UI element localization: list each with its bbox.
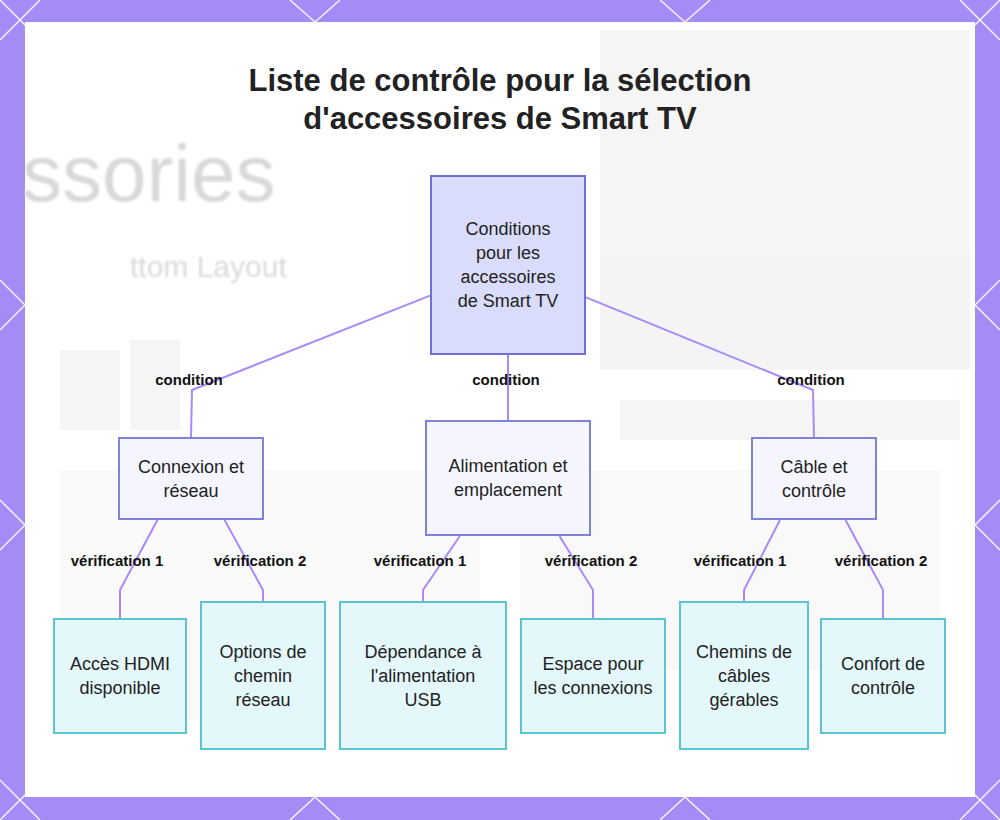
category-box: Alimentation et emplacement	[425, 420, 591, 536]
node-text: Confort de contrôle	[832, 652, 934, 700]
watermark-text: ssories	[22, 128, 275, 220]
check-box: Options de chemin réseau	[200, 601, 326, 750]
check-box: Espace pour les connexions	[520, 618, 666, 734]
watermark-text: ttom Layout	[130, 250, 287, 284]
edge-label: condition	[472, 371, 540, 388]
category-box: Câble et contrôle	[751, 437, 877, 520]
node-text: Conditions pour les accessoires de Smart…	[454, 217, 562, 313]
connector-line	[423, 536, 460, 601]
edge-label: vérification 1	[694, 552, 787, 569]
node-text: Connexion et réseau	[134, 455, 248, 503]
node-text: Accès HDMI disponible	[65, 652, 175, 700]
edge-label: vérification 2	[835, 552, 928, 569]
check-box: Dépendance à l'alimentation USB	[339, 601, 507, 750]
connector-line	[120, 520, 157, 618]
node-text: Options de chemin réseau	[212, 640, 314, 712]
edge-label: vérification 2	[214, 552, 307, 569]
edge-label: vérification 1	[71, 552, 164, 569]
connector-line	[191, 296, 430, 437]
connector-line	[846, 520, 884, 618]
node-text: Dépendance à l'alimentation USB	[351, 640, 495, 712]
node-text: Chemins de câbles gérables	[691, 640, 797, 712]
check-box: Chemins de câbles gérables	[679, 601, 809, 750]
node-text: Câble et contrôle	[767, 455, 861, 503]
edge-label: condition	[777, 371, 845, 388]
check-box: Confort de contrôle	[820, 618, 946, 734]
check-box: Accès HDMI disponible	[53, 618, 187, 734]
diagram-title: Liste de contrôle pour la sélection d'ac…	[220, 62, 780, 138]
root-box: Conditions pour les accessoires de Smart…	[430, 175, 586, 355]
connector-line	[559, 536, 593, 618]
connector-line	[586, 297, 814, 437]
edge-label: vérification 1	[374, 552, 467, 569]
connector-line	[507, 355, 509, 420]
edge-label: vérification 2	[545, 552, 638, 569]
node-text: Espace pour les connexions	[532, 652, 654, 700]
node-text: Alimentation et emplacement	[441, 454, 575, 502]
edge-label: condition	[155, 371, 223, 388]
category-box: Connexion et réseau	[118, 437, 264, 520]
